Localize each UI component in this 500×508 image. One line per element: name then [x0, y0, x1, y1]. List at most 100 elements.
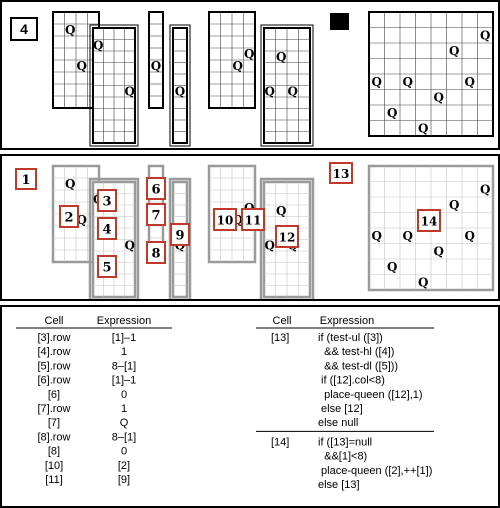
row-expression: 1: [121, 403, 127, 415]
cell-label-2-box: [59, 205, 79, 228]
cell-label-8: 8: [151, 247, 160, 262]
black-square: [330, 13, 349, 30]
cell-label-14-box: [417, 209, 441, 232]
group-expression-line: else [13]: [318, 479, 360, 491]
queen-mark: Q: [403, 229, 413, 243]
queen-mark: Q: [465, 229, 475, 243]
cell-label-4-box: [97, 217, 117, 240]
queen-mark: Q: [418, 275, 428, 289]
group-expression-line: && test-dl ([5])): [318, 360, 398, 372]
expression-table-canvas: Cell Expression [3].row [1]–1 [4].row 1 [5].ro…: [16, 315, 434, 491]
header-cell-left: Cell: [45, 315, 64, 327]
cell-label-10-box: [213, 208, 237, 231]
cell-label-6-box: [146, 177, 166, 200]
row-expression: [1]–1: [112, 332, 136, 344]
row-expression: 8–[1]: [112, 431, 136, 443]
cell-label-5: 5: [102, 261, 111, 276]
board-outer-border: [88, 177, 140, 299]
cell-label-5-box: [97, 255, 117, 278]
queen-mark: Q: [233, 213, 243, 227]
queen-mark: Q: [276, 204, 286, 218]
queen-mark: Q: [449, 44, 459, 58]
queen-mark: Q: [372, 229, 382, 243]
group-expression-line: if ([12].col<8): [318, 375, 385, 387]
row-expression: Q: [120, 417, 129, 429]
queen-mark: Q: [465, 75, 475, 89]
cell-label-4: 4: [102, 223, 111, 238]
row-expression: 0: [121, 446, 127, 458]
queen-mark: Q: [418, 121, 428, 135]
cell-label-2: 2: [64, 211, 73, 226]
queen-mark: Q: [77, 213, 87, 227]
queen-mark: Q: [387, 106, 397, 120]
board-outer-border: [89, 24, 139, 147]
row-expression: 1: [121, 346, 127, 358]
queen-mark: Q: [449, 198, 459, 212]
group-cell: [14]: [271, 436, 289, 448]
cell-label-9-box: [170, 223, 190, 246]
row-expression: [2]: [118, 460, 130, 472]
row-expression: [9]: [118, 474, 130, 486]
group-expression-line: else null: [318, 417, 358, 429]
row-cell: [6]: [48, 389, 60, 401]
row-expression: 0: [121, 389, 127, 401]
queen-mark: Q: [93, 38, 103, 52]
cell-label-13-box: [329, 162, 353, 184]
queen-board: Q: [148, 11, 164, 109]
cell-label-13: 13: [333, 167, 350, 181]
queen-board: QQ: [89, 24, 139, 147]
header-expression-left: Expression: [97, 315, 151, 327]
row-cell: [7]: [48, 417, 60, 429]
cell-label-10: 10: [217, 214, 234, 228]
group-expression-line: if (test-ul ([3]): [318, 332, 383, 344]
board-outer-border: [259, 177, 315, 299]
group-expression-line: place-queen ([2],++[1]): [318, 465, 432, 477]
queen-mark: Q: [372, 75, 382, 89]
queen-mark: Q: [65, 23, 75, 37]
group-expression-line: && test-hl ([4]): [318, 346, 394, 358]
queen-mark: Q: [265, 84, 275, 98]
queen-mark: Q: [480, 28, 490, 42]
group-cell: [13]: [271, 332, 289, 344]
cell-label-7-box: [146, 203, 166, 226]
cell-label-12: 12: [279, 231, 296, 245]
cell-label-8-box: [146, 241, 166, 264]
cell-label-7: 7: [151, 209, 160, 224]
queen-mark: Q: [276, 50, 286, 64]
cell-label-3-box: [97, 189, 117, 212]
panel-expression-table: Cell Expression [3].row [1]–1 [4].row 1 [5].ro…: [0, 305, 500, 508]
queen-mark: Q: [151, 59, 161, 73]
queen-mark: Q: [480, 182, 490, 196]
group-expression-line: place-queen ([12],1): [318, 389, 423, 401]
row-cell: [3].row: [37, 332, 70, 344]
board-outer-border: [169, 24, 191, 147]
queen-mark: Q: [434, 244, 444, 258]
row-expression: [1]–1: [112, 375, 136, 387]
row-cell: [8].row: [37, 431, 70, 443]
step-label: 4: [20, 21, 28, 37]
group-expression-line: else [12]: [318, 403, 363, 415]
row-cell: [11]: [45, 474, 63, 486]
row-cell: [4].row: [37, 346, 70, 358]
queen-mark: Q: [233, 59, 243, 73]
group-expression-line: if ([13]=null: [318, 436, 372, 448]
row-cell: [5].row: [37, 360, 70, 372]
cell-label-6: 6: [151, 183, 160, 198]
queen-mark: Q: [77, 59, 87, 73]
queen-mark: Q: [265, 238, 275, 252]
row-cell: [6].row: [37, 375, 70, 387]
row-cell: [10]: [45, 460, 63, 472]
queen-mark: Q: [175, 84, 185, 98]
queen-board: QQ: [52, 11, 100, 109]
cell-label-11: 11: [245, 214, 262, 228]
row-cell: [7].row: [37, 403, 70, 415]
cell-label-1: 1: [21, 173, 30, 188]
cell-label-11-box: [241, 208, 265, 231]
queen-board: Q: [169, 24, 191, 147]
group-expression-line: &&[1]<8): [318, 451, 367, 463]
